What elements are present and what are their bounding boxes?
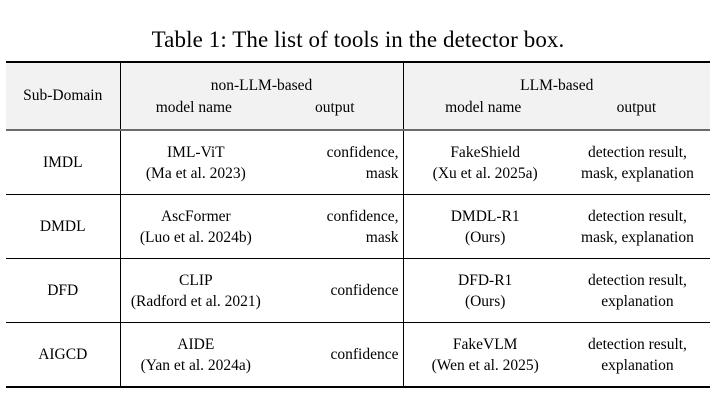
model-name-line: DFD-R1 [458, 271, 513, 289]
cell-llm-output: detection result, mask, explanation [567, 142, 710, 184]
header-group-non-llm-inner: non-LLM-based model name output [121, 69, 403, 123]
model-citation-line: (Luo et al. 2024b) [139, 228, 252, 246]
output-line: explanation [601, 292, 674, 310]
header-non-llm-output: output [315, 99, 355, 116]
header-non-llm-model-name: model name [155, 99, 232, 116]
cell-non-llm-inner: AIDE (Yan et al. 2024a) confidence [121, 334, 403, 376]
header-group-non-llm: non-LLM-based model name output [120, 61, 404, 131]
header-group-non-llm-title: non-LLM-based [210, 77, 313, 94]
cell-non-llm-output: confidence [271, 280, 402, 301]
header-row: Sub-Domain non-LLM-based model name outp… [6, 61, 711, 131]
cell-llm-output: detection result, explanation [567, 334, 710, 376]
header-group-llm-subheaders: model name output [404, 97, 711, 123]
cell-subdomain: DMDL [6, 194, 121, 259]
table-row: IMDL IML-ViT (Ma et al. 2023) confidence… [6, 130, 710, 195]
table-header: Sub-Domain non-LLM-based model name outp… [6, 61, 711, 131]
cell-non-llm-inner: AscFormer (Luo et al. 2024b) confidence,… [121, 206, 403, 248]
output-line: detection result, [587, 143, 687, 161]
cell-non-llm-output: confidence, mask [271, 206, 402, 248]
cell-llm-output: detection result, explanation [567, 270, 710, 312]
cell-non-llm-output: confidence, mask [271, 142, 402, 184]
model-name-line: FakeShield [450, 143, 521, 161]
cell-llm-inner: FakeShield (Xu et al. 2025a) detection r… [404, 142, 711, 184]
output-line: detection result, [587, 271, 687, 289]
header-llm-model-name: model name [445, 99, 522, 116]
cell-subdomain: IMDL [6, 130, 121, 195]
cell-llm-model: DMDL-R1 (Ours) [404, 206, 567, 248]
cell-llm: DFD-R1 (Ours) detection result, explanat… [403, 258, 711, 323]
model-citation-line: (Ours) [464, 228, 506, 246]
output-line: mask [365, 164, 399, 182]
header-group-llm-title: LLM-based [520, 77, 594, 94]
cell-non-llm: AIDE (Yan et al. 2024a) confidence [120, 322, 404, 388]
header-llm-output: output [616, 99, 657, 116]
output-line: explanation [601, 356, 674, 374]
model-citation-line: (Xu et al. 2025a) [432, 164, 538, 182]
output-line: mask [365, 228, 399, 246]
cell-llm-inner: FakeVLM (Wen et al. 2025) detection resu… [404, 334, 711, 376]
model-name-line: CLIP [179, 271, 213, 289]
cell-non-llm: IML-ViT (Ma et al. 2023) confidence, mas… [120, 130, 404, 195]
cell-non-llm-model: AscFormer (Luo et al. 2024b) [121, 206, 272, 248]
cell-non-llm-inner: IML-ViT (Ma et al. 2023) confidence, mas… [121, 142, 403, 184]
table-row: DFD CLIP (Radford et al. 2021) confidenc… [6, 258, 711, 323]
cell-llm: FakeVLM (Wen et al. 2025) detection resu… [403, 322, 711, 388]
cell-llm-model: FakeShield (Xu et al. 2025a) [404, 142, 567, 184]
cell-non-llm-inner: CLIP (Radford et al. 2021) confidence [121, 270, 403, 312]
model-name-line: AscFormer [160, 207, 231, 225]
cell-non-llm: CLIP (Radford et al. 2021) confidence [120, 258, 404, 323]
cell-non-llm-model: AIDE (Yan et al. 2024a) [121, 334, 272, 376]
header-group-non-llm-subheaders: model name output [121, 97, 403, 123]
cell-subdomain: DFD [6, 258, 121, 323]
table-caption: Table 1: The list of tools in the detect… [151, 27, 565, 52]
output-line: confidence, [326, 143, 399, 161]
cell-non-llm-model: CLIP (Radford et al. 2021) [121, 270, 272, 312]
cell-non-llm: AscFormer (Luo et al. 2024b) confidence,… [120, 194, 404, 259]
output-line: detection result, [587, 335, 687, 353]
cell-llm: DMDL-R1 (Ours) detection result, mask, e… [403, 194, 711, 259]
table-body: IMDL IML-ViT (Ma et al. 2023) confidence… [6, 130, 711, 388]
output-line: mask, explanation [581, 228, 694, 246]
cell-non-llm-model: IML-ViT (Ma et al. 2023) [121, 142, 272, 184]
cell-llm-model: DFD-R1 (Ours) [404, 270, 567, 312]
model-name-line: AIDE [177, 335, 215, 353]
table-row: AIGCD AIDE (Yan et al. 2024a) confidence [6, 322, 711, 388]
output-line: confidence [330, 346, 399, 363]
table-row: DMDL AscFormer (Luo et al. 2024b) confid… [6, 194, 711, 259]
header-group-llm: LLM-based model name output [403, 61, 711, 131]
tools-table: Sub-Domain non-LLM-based model name outp… [6, 61, 710, 388]
model-name-line: FakeVLM [452, 335, 518, 353]
table-container: Sub-Domain non-LLM-based model name outp… [6, 61, 710, 388]
cell-subdomain: AIGCD [6, 322, 121, 388]
model-name-line: DMDL-R1 [450, 207, 520, 225]
output-line: detection result, [587, 207, 687, 225]
cell-llm-inner: DFD-R1 (Ours) detection result, explanat… [404, 270, 711, 312]
output-line: confidence, [326, 207, 399, 225]
model-citation-line: (Wen et al. 2025) [431, 356, 539, 374]
cell-llm-inner: DMDL-R1 (Ours) detection result, mask, e… [404, 206, 711, 248]
cell-llm: FakeShield (Xu et al. 2025a) detection r… [403, 130, 710, 195]
cell-llm-output: detection result, mask, explanation [567, 206, 710, 248]
output-line: confidence [330, 282, 399, 299]
cell-non-llm-output: confidence [271, 344, 402, 365]
model-name-line: IML-ViT [167, 143, 225, 161]
output-line: mask, explanation [581, 164, 694, 182]
header-subdomain: Sub-Domain [6, 61, 121, 131]
model-citation-line: (Yan et al. 2024a) [140, 356, 251, 374]
header-group-llm-inner: LLM-based model name output [404, 69, 711, 123]
cell-llm-model: FakeVLM (Wen et al. 2025) [404, 334, 567, 376]
model-citation-line: (Ma et al. 2023) [145, 164, 246, 182]
model-citation-line: (Ours) [464, 292, 506, 310]
model-citation-line: (Radford et al. 2021) [130, 292, 261, 310]
